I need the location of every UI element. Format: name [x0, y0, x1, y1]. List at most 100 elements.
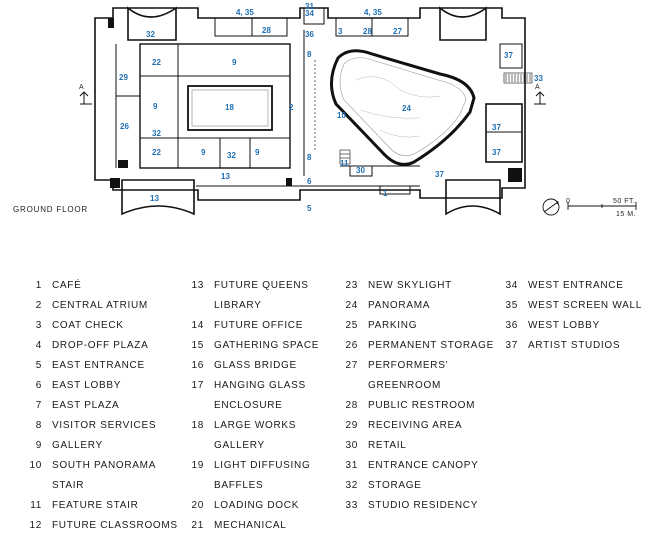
tower-sw [121, 179, 195, 216]
legend-number: 19 [191, 460, 204, 471]
legend-text: PARKING [368, 320, 418, 331]
legend-item: 12 FUTURE CLASSROOMS [26, 516, 188, 536]
legend-text: EAST LOBBY [52, 380, 122, 391]
legend-number: 27 [345, 360, 358, 371]
room-label-22-bottom: 22 [152, 148, 161, 157]
panorama-enclosure [330, 49, 476, 166]
legend-text: PERMANENT STORAGE [368, 340, 494, 351]
room-label-5: 5 [307, 204, 312, 213]
room-label-32-mid: 32 [152, 129, 161, 138]
room-label-3-top: 3 [338, 27, 343, 36]
legend-text: GALLERY [52, 440, 103, 451]
legend-text: FUTURE QUEENS LIBRARY [214, 280, 309, 311]
legend-number: 12 [29, 520, 42, 531]
room-label-9-b2: 9 [255, 148, 260, 157]
legend-number: 18 [191, 420, 204, 431]
legend-number: 31 [345, 460, 358, 471]
legend-item: 19 LIGHT DIFFUSING BAFFLES [188, 456, 348, 496]
legend-number: 20 [191, 500, 204, 511]
section-arrow-left [79, 91, 89, 104]
legend-text: HANGING GLASS ENCLOSURE [214, 380, 306, 411]
room-label-13-b: 13 [150, 194, 159, 203]
legend-number: 1 [35, 280, 42, 291]
legend-number: 36 [505, 320, 518, 331]
legend-number: 17 [191, 380, 204, 391]
section-arrow-right [535, 91, 545, 104]
scale-m: 15 M. [616, 211, 636, 218]
gallery-block [139, 43, 291, 169]
scale-zero: 0 [566, 198, 570, 205]
legend-number: 7 [35, 400, 42, 411]
room-label-8-top: 8 [307, 50, 312, 59]
room-label-36: 36 [305, 30, 314, 39]
floor-label: GROUND FLOOR [13, 205, 88, 214]
legend-text: MECHANICAL [214, 520, 287, 531]
room-label-34: 34 [305, 9, 314, 18]
legend-text: PANORAMA [368, 300, 431, 311]
legend-number: 33 [345, 500, 358, 511]
room-label-9-b1: 9 [201, 148, 206, 157]
legend-number: 30 [345, 440, 358, 451]
legend-number: 16 [191, 360, 204, 371]
room-label-4-35-left: 4, 35 [236, 8, 254, 17]
legend-text: VISITOR SERVICES [52, 420, 157, 431]
legend-text: PERFORMERS’ GREENROOM [368, 360, 449, 391]
legend-text: DROP-OFF PLAZA [52, 340, 149, 351]
room-label-28-left: 28 [262, 26, 271, 35]
room-label-28-right: 28 [363, 27, 372, 36]
legend-item: 6 EAST LOBBY [26, 376, 188, 396]
legend-number: 34 [505, 280, 518, 291]
legend-number: 14 [191, 320, 204, 331]
room-label-37-r1: 37 [492, 123, 501, 132]
room-label-13-a: 13 [221, 172, 230, 181]
room-label-1: 1 [383, 189, 388, 198]
section-label-left: A [79, 84, 84, 91]
legend-item: 17 HANGING GLASS ENCLOSURE [188, 376, 348, 416]
legend-text: FUTURE CLASSROOMS [52, 520, 178, 531]
room-label-11: 11 [340, 159, 349, 168]
legend-number: 6 [35, 380, 42, 391]
legend-number: 5 [35, 360, 42, 371]
legend-text: PUBLIC RESTROOM [368, 400, 476, 411]
legend-item: 27 PERFORMERS’ GREENROOM [342, 356, 504, 396]
room-label-9-top: 9 [232, 58, 237, 67]
legend-text: COAT CHECK [52, 320, 124, 331]
legend-text: LIGHT DIFFUSING BAFFLES [214, 460, 311, 491]
room-label-10: 10 [337, 111, 346, 120]
legend-text: RECEIVING AREA [368, 420, 463, 431]
room-label-37-r2: 37 [492, 148, 501, 157]
room-label-6: 6 [307, 177, 312, 186]
legend-text: FUTURE OFFICE [214, 320, 304, 331]
legend-text: ENTRANCE CANOPY [368, 460, 479, 471]
legend-item: 10 SOUTH PANORAMA STAIR [26, 456, 188, 496]
room-label-18: 18 [225, 103, 234, 112]
legend-text: STORAGE [368, 480, 422, 491]
room-label-24: 24 [402, 104, 411, 113]
room-label-33: 33 [534, 74, 543, 83]
legend-text: GATHERING SPACE [214, 340, 320, 351]
legend-text: WEST ENTRANCE [528, 280, 624, 291]
legend-number: 35 [505, 300, 518, 311]
legend-number: 32 [345, 480, 358, 491]
legend-text: SOUTH PANORAMA STAIR [52, 460, 156, 491]
legend-number: 10 [29, 460, 42, 471]
